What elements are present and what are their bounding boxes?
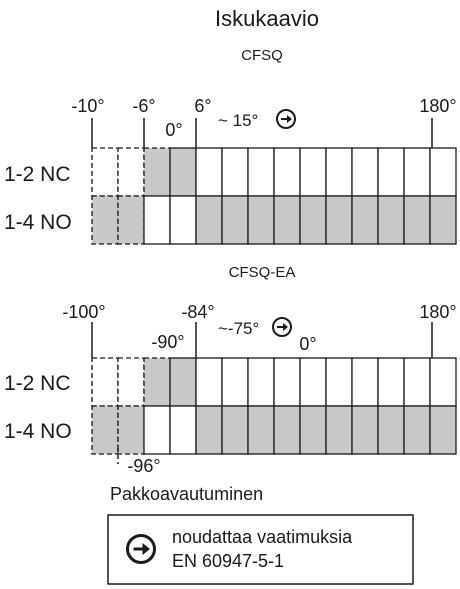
contact-grid-cfsq-ea [91, 357, 457, 455]
contact-cell [377, 147, 405, 197]
contact-cell [299, 357, 327, 407]
angle-label: -6° [132, 96, 155, 116]
angle-label: -96° [127, 456, 160, 476]
page-title: Iskukaavio [215, 6, 319, 31]
contact-cell [117, 147, 145, 197]
legend-box: noudattaa vaatimuksia EN 60947-5-1 [107, 514, 414, 585]
contact-cell [143, 357, 171, 407]
contact-cell [429, 405, 457, 455]
angle-label: 180° [419, 302, 456, 322]
contact-cell [299, 195, 327, 245]
contact-cell [221, 357, 249, 407]
contact-cell [403, 405, 431, 455]
diagram-name-cfsq: CFSQ [241, 47, 283, 64]
forced-opening-arrow-icon [272, 317, 292, 337]
contact-cell [299, 147, 327, 197]
contact-cell [325, 195, 353, 245]
contact-cell [91, 357, 119, 407]
contact-cell [221, 195, 249, 245]
contact-cell [273, 195, 301, 245]
contact-cell [429, 147, 457, 197]
contact-cell [91, 405, 119, 455]
angle-label: -100° [62, 302, 105, 322]
contact-cell [273, 357, 301, 407]
angle-label: 0° [299, 334, 316, 354]
contact-cell [351, 195, 379, 245]
ticks [91, 118, 433, 148]
contact-cell [273, 147, 301, 197]
contact-cell [143, 195, 171, 245]
legend-line-2: EN 60947-5-1 [172, 551, 284, 571]
forced-opening-label: Pakkoavautuminen [110, 484, 263, 504]
legend-line-1: noudattaa vaatimuksia [172, 527, 353, 547]
travel-annotation: ~-75° [218, 319, 259, 338]
angle-label: -84° [181, 302, 214, 322]
contact-cell [117, 405, 145, 455]
contact-cell [325, 357, 353, 407]
travel-annotation: ~ 15° [218, 111, 258, 130]
contact-cell [169, 405, 197, 455]
diagram-name-cfsq-ea: CFSQ-EA [229, 264, 296, 281]
contact-cell [143, 405, 171, 455]
row-label-no: 1-4 NO [4, 211, 72, 234]
angle-label: -10° [71, 96, 104, 116]
contact-cell [195, 195, 223, 245]
contact-cell [91, 195, 119, 245]
row-label-no: 1-4 NO [4, 420, 72, 443]
row-label-nc: 1-2 NC [4, 163, 71, 186]
contact-cell [325, 147, 353, 197]
contact-cell [91, 147, 119, 197]
contact-cell [273, 405, 301, 455]
angle-label: 180° [419, 96, 456, 116]
contact-cell [429, 357, 457, 407]
contact-cell [403, 357, 431, 407]
angle-label: 0° [165, 120, 182, 140]
row-label-nc: 1-2 NC [4, 372, 71, 395]
contact-cell [351, 357, 379, 407]
contact-cell [247, 147, 275, 197]
contact-cell [195, 405, 223, 455]
contact-cell [247, 195, 275, 245]
forced-opening-arrow-icon [276, 109, 296, 129]
contact-cell [299, 405, 327, 455]
contact-cell [247, 357, 275, 407]
contact-cell [377, 195, 405, 245]
contact-cell [143, 147, 171, 197]
contact-cell [403, 195, 431, 245]
contact-cell [351, 147, 379, 197]
angle-label: -90° [151, 332, 184, 352]
contact-cell [429, 195, 457, 245]
contact-cell [169, 195, 197, 245]
contact-cell [377, 405, 405, 455]
angle-label: 6° [194, 96, 211, 116]
contact-cell [117, 357, 145, 407]
contact-cell [403, 147, 431, 197]
contact-grid-cfsq [91, 147, 457, 245]
contact-cell [221, 405, 249, 455]
contact-cell [325, 405, 353, 455]
contact-cell [117, 195, 145, 245]
contact-cell [351, 405, 379, 455]
contact-cell [377, 357, 405, 407]
contact-cell [247, 405, 275, 455]
ticks [91, 322, 433, 358]
contact-cell [195, 147, 223, 197]
contact-cell [195, 357, 223, 407]
contact-cell [221, 147, 249, 197]
contact-cell [169, 357, 197, 407]
contact-cell [169, 147, 197, 197]
